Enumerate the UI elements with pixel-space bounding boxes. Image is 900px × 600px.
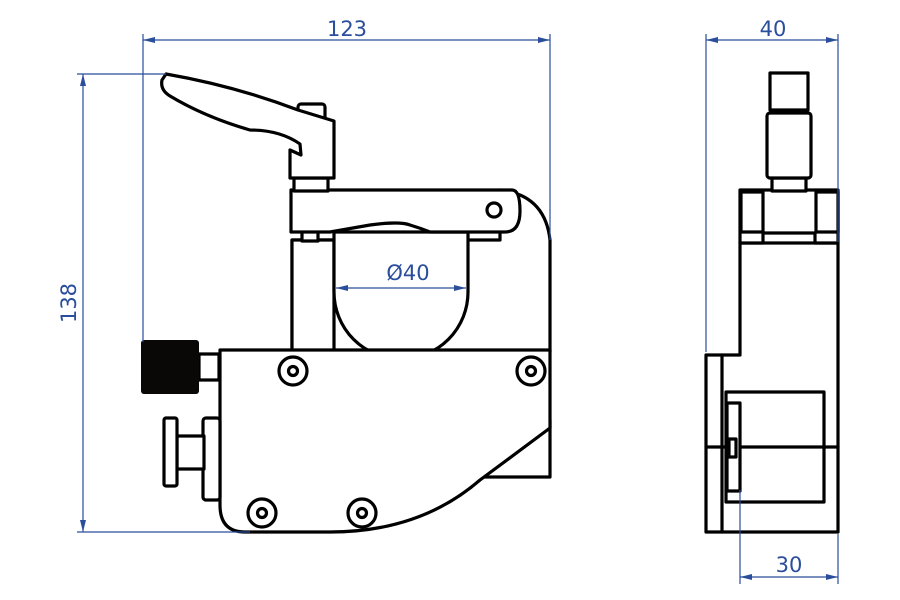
front-dimensions: 123 138 Ø40 <box>57 17 551 533</box>
side-base-dimension-label: 30 <box>776 553 803 577</box>
side-width-dimension-label: 40 <box>760 17 787 41</box>
front-view <box>141 72 552 534</box>
screw-3 <box>246 497 278 529</box>
knurled-knob[interactable] <box>141 340 199 394</box>
arm-pivot-hole <box>485 201 503 219</box>
screw-4 <box>346 497 378 529</box>
screw-2 <box>515 355 547 387</box>
width-dimension-label: 123 <box>327 17 367 41</box>
side-dimensions: 40 30 <box>705 17 839 584</box>
clamp-arm <box>289 188 522 234</box>
side-key <box>727 437 738 459</box>
side-tab-left <box>739 190 765 234</box>
lower-knob-shaft <box>175 434 206 471</box>
height-dimension-label: 138 <box>57 283 81 323</box>
lever-stem <box>292 176 330 193</box>
main-body <box>218 348 552 534</box>
side-collar <box>765 111 813 180</box>
clamp-post <box>290 238 336 354</box>
clamp-lever[interactable] <box>160 72 336 180</box>
side-tab-right <box>814 190 840 234</box>
bore-dimension-label: Ø40 <box>386 261 429 285</box>
knob-shaft <box>197 352 221 382</box>
side-stem <box>770 176 808 193</box>
bore <box>332 230 470 361</box>
lower-knob[interactable] <box>162 416 179 488</box>
side-view <box>704 71 840 534</box>
side-cap <box>768 71 810 112</box>
screw-1 <box>277 355 309 387</box>
